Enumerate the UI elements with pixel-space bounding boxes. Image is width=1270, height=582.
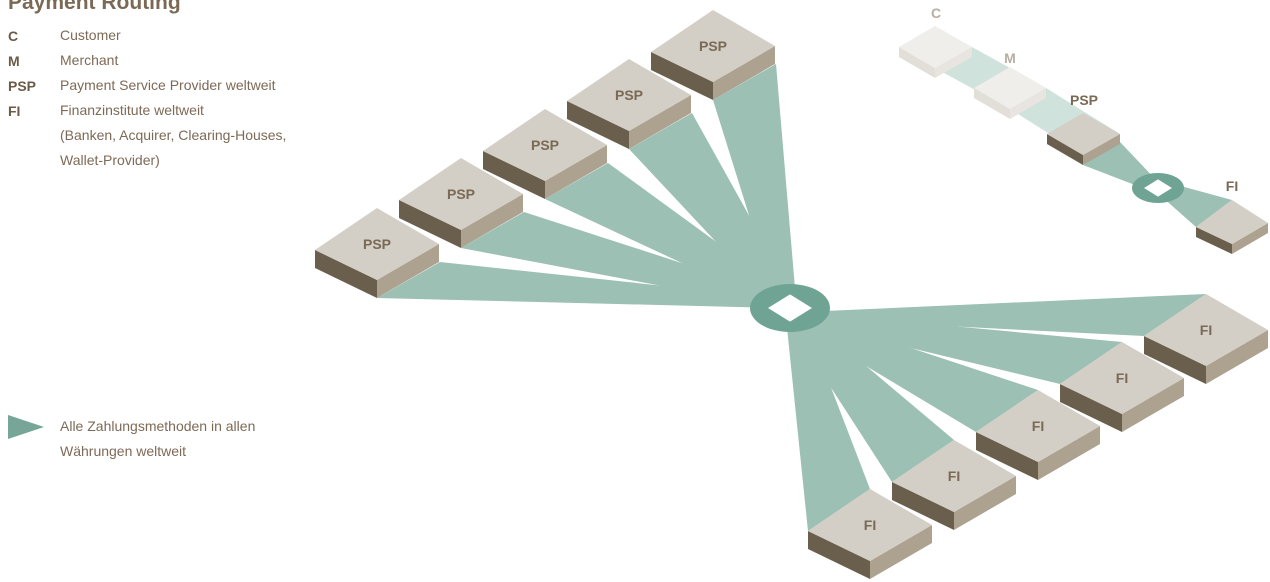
mini-label-fi: FI bbox=[1226, 178, 1238, 194]
box-label: FI bbox=[1116, 370, 1128, 386]
box-label: FI bbox=[1200, 322, 1212, 338]
mini-label-m: M bbox=[1004, 50, 1016, 66]
box-label: PSP bbox=[531, 137, 559, 153]
box-label: PSP bbox=[615, 87, 643, 103]
box-label: FI bbox=[948, 468, 960, 484]
mini-label-c: C bbox=[931, 5, 941, 21]
box-label: PSP bbox=[447, 186, 475, 202]
mini-label-psp: PSP bbox=[1070, 92, 1098, 108]
box-label: FI bbox=[864, 517, 876, 533]
box-label: FI bbox=[1032, 418, 1044, 434]
routing-hub-icon bbox=[750, 284, 830, 332]
box-label: PSP bbox=[699, 38, 727, 54]
box-label: PSP bbox=[363, 236, 391, 252]
routing-hub-icon bbox=[1132, 173, 1184, 203]
